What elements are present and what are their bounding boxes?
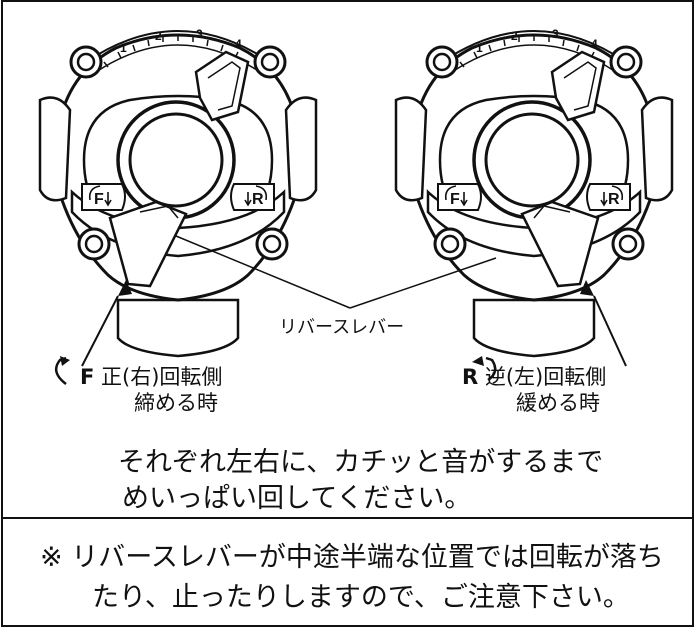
reverse-line2: 緩める時 xyxy=(516,391,600,415)
panel-divider xyxy=(3,517,692,519)
reverse-symbol: R xyxy=(462,365,479,389)
forward-line2: 締める時 xyxy=(134,391,218,415)
right-scale-number: 4 xyxy=(591,37,598,51)
right-reverse-mark: R xyxy=(608,191,620,208)
left-scale-number: 4 xyxy=(235,37,242,51)
left-impact-driver xyxy=(38,29,318,358)
caution-note: ※ リバースレバーが中途半端な位置では回転が落ち たり、止ったりしますので、ご注… xyxy=(40,538,664,618)
mode-selector-icon xyxy=(194,50,250,122)
right-impact-driver xyxy=(394,29,674,358)
mode-selector-icon xyxy=(550,50,606,122)
instruction-line1: それぞれ左右に、カチッと音がするまで xyxy=(118,447,604,478)
right-forward-mark: F xyxy=(450,191,460,208)
forward-leader-line xyxy=(81,295,119,367)
lever-leader-line xyxy=(175,235,351,309)
lever-leader-line xyxy=(349,257,497,309)
note-line2: たり、止ったりしますので、ご注意下さい。 xyxy=(92,582,630,613)
instruction-line2: めいっぱい回してください。 xyxy=(122,483,472,514)
reverse-lever-icon xyxy=(520,200,600,288)
note-line1: ※ リバースレバーが中途半端な位置では回転が落ち xyxy=(40,542,664,573)
left-reverse-mark: R xyxy=(252,191,264,208)
reverse-leader-line xyxy=(593,295,627,367)
forward-line1: 正(右)回転側 xyxy=(101,365,223,389)
left-scale-number: 2 xyxy=(155,29,162,43)
counterclockwise-arrow-icon xyxy=(485,356,497,382)
reverse-lever-label: リバースレバー xyxy=(279,317,405,338)
reverse-rotation-label: R 逆(左)回転側 緩める時 xyxy=(462,364,606,416)
left-forward-mark: F xyxy=(94,191,104,208)
clockwise-arrow-icon xyxy=(54,356,67,385)
reverse-line1: 逆(左)回転側 xyxy=(484,365,607,389)
forward-symbol: F xyxy=(80,365,95,389)
reverse-lever-icon xyxy=(108,200,188,288)
left-scale-number: 3 xyxy=(196,27,203,41)
right-scale-number: 2 xyxy=(511,29,518,43)
forward-rotation-label: F 正(右)回転側 締める時 xyxy=(80,364,222,416)
left-scale-number: 1 xyxy=(120,41,127,55)
instruction-text: それぞれ左右に、カチッと音がするまで めいっぱい回してください。 xyxy=(118,445,603,517)
right-scale-number: 3 xyxy=(552,27,559,41)
right-scale-number: 1 xyxy=(476,41,483,55)
